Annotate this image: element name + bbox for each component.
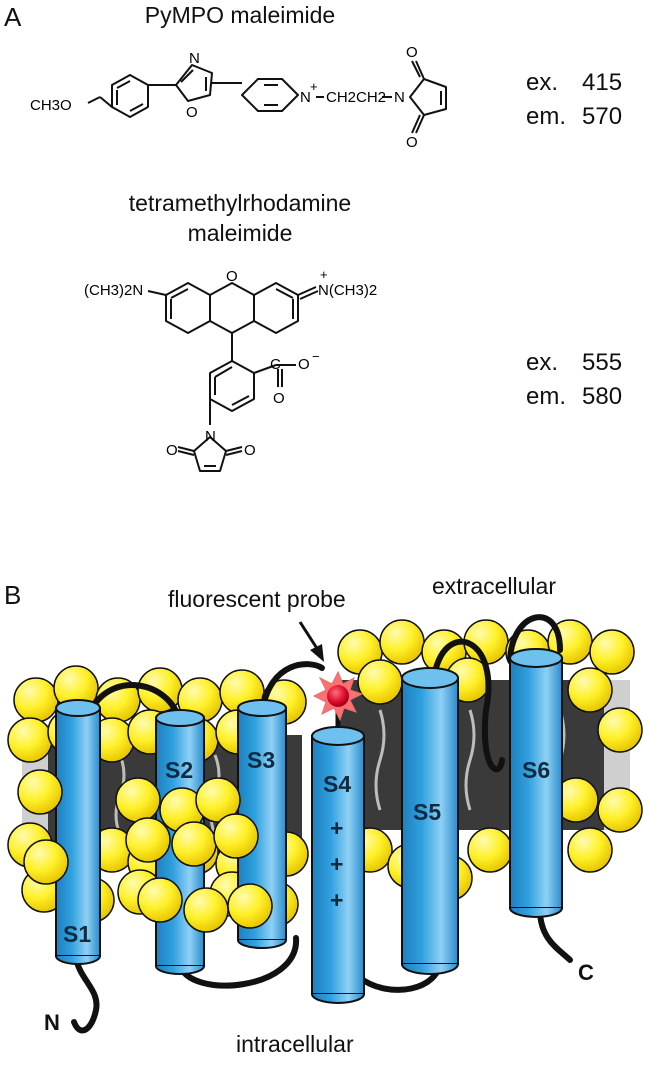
- oxazole-o-label: O: [186, 104, 198, 121]
- fluorescent-probe: [312, 670, 364, 728]
- tmr-structure: (CH3)2N O N(CH3)2 + C O − O N O O: [84, 267, 377, 472]
- probe-arrow: [298, 621, 324, 662]
- compound2-name-line2: maleimide: [187, 220, 293, 246]
- tmr-maleimide-n-label: N: [205, 428, 216, 445]
- rhodamine-charge: +: [320, 267, 328, 282]
- maleimide-ring-2: [193, 436, 227, 472]
- compound2-name: tetramethylrhodamine maleimide: [100, 188, 380, 248]
- ex-label: ex.: [526, 69, 559, 96]
- extracellular-label: extracellular: [432, 573, 556, 599]
- compound1-spectra: ex. 415 em. 570: [526, 66, 622, 134]
- ring-o-label: O: [226, 268, 238, 285]
- compound2-spectra: ex. 555 em. 580: [526, 346, 622, 414]
- pympo-structure: CH3O N O N + CH2CH2 N O O: [30, 44, 447, 151]
- carboxylate-charge: −: [312, 349, 320, 364]
- helix-s1: [55, 699, 101, 965]
- xanthene-right-ring: [253, 282, 299, 334]
- carboxylate-c-label: C: [270, 356, 281, 373]
- helix-s3-label: S3: [247, 747, 275, 773]
- helix-s6: [509, 648, 563, 918]
- compound1-name: PyMPO maleimide: [144, 2, 336, 28]
- helix-s1-label: S1: [63, 921, 91, 947]
- ex-label: ex.: [526, 349, 559, 376]
- compound2-name-line1: tetramethylrhodamine: [128, 190, 352, 216]
- pyridinium-charge: +: [310, 79, 318, 94]
- lipid-heads-front: [17, 769, 273, 933]
- probe-label: fluorescent probe: [168, 586, 346, 612]
- methoxy-label: CH3O: [30, 97, 72, 114]
- helix-s5-label: S5: [413, 799, 441, 825]
- right-amine-label: N(CH3)2: [318, 282, 377, 299]
- helices: [55, 648, 563, 1004]
- maleimide-n-label: N: [394, 89, 405, 106]
- left-amine-label: (CH3)2N: [84, 282, 143, 299]
- loop-s6-top: [507, 614, 563, 663]
- ex-value: 555: [582, 349, 623, 376]
- helix-s5: [401, 667, 459, 975]
- s4-charge: +: [330, 815, 343, 841]
- oxazole-n-label: N: [189, 50, 200, 67]
- loop-s5-s6: [433, 638, 505, 773]
- s4-charge: +: [330, 887, 343, 913]
- panel-a-letter: A: [4, 2, 22, 32]
- loop-s3-probe: [259, 661, 325, 715]
- maleimide-o-bottom: O: [406, 134, 418, 151]
- linker-label: CH2CH2: [326, 89, 386, 106]
- maleimide-ring-1: [409, 78, 447, 116]
- tmr-maleimide-o-left: O: [166, 442, 178, 459]
- em-value: 580: [582, 383, 623, 410]
- s4-charge: +: [330, 851, 343, 877]
- em-label: em.: [526, 103, 567, 130]
- tmr-maleimide-o-right: O: [244, 442, 256, 459]
- helix-s2-label: S2: [165, 757, 193, 783]
- maleimide-o-top: O: [406, 44, 418, 61]
- n-tail: [71, 955, 100, 1034]
- xanthene-left-ring: [165, 282, 211, 334]
- carboxylate-o-label: O: [298, 356, 310, 373]
- helix-s4: [311, 726, 365, 1004]
- intracellular-label: intracellular: [236, 1031, 354, 1057]
- pyridinium-n-label: N: [300, 89, 311, 106]
- membrane-diagram: S1 S2 S3 S4 S5 S6 + + + N C fluorescent …: [7, 573, 643, 1057]
- em-value: 570: [582, 103, 623, 130]
- c-terminus-label: C: [578, 960, 594, 985]
- xanthene-middle-ring: [209, 282, 255, 334]
- n-terminus-label: N: [44, 1010, 60, 1035]
- loop-s2-s3-bottom: [177, 935, 300, 989]
- oxazole-ring: [175, 64, 213, 102]
- ex-value: 415: [582, 69, 623, 96]
- carboxylate-o2-label: O: [273, 390, 285, 407]
- em-label: em.: [526, 383, 567, 410]
- helix-s6-label: S6: [522, 757, 550, 783]
- phenyl-ring: [209, 360, 255, 412]
- helix-s4-label: S4: [323, 771, 351, 797]
- panel-b-letter: B: [4, 580, 22, 610]
- loop-s1-s2: [87, 682, 183, 725]
